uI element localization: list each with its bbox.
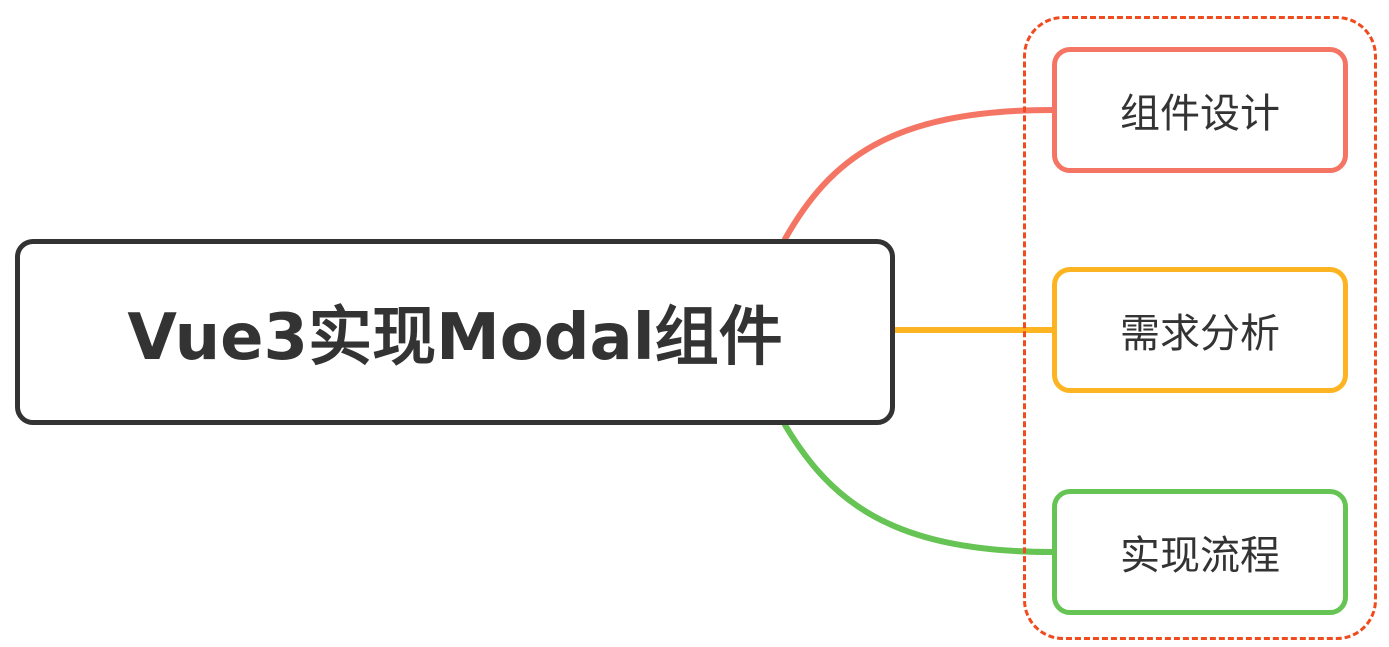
subtopic-node-design[interactable]: 组件设计 xyxy=(1052,47,1348,173)
subtopic-label-design: 组件设计 xyxy=(1120,91,1280,137)
subtopic-label-requirements: 需求分析 xyxy=(1120,311,1280,357)
subtopic-node-implementation[interactable]: 实现流程 xyxy=(1052,489,1348,615)
subtopic-node-requirements[interactable]: 需求分析 xyxy=(1052,267,1348,393)
root-topic-title: Vue3实现Modal组件 xyxy=(127,301,783,375)
subtopic-label-implementation: 实现流程 xyxy=(1120,533,1280,579)
connector-root-to-design xyxy=(782,107,1055,242)
subtopic-group-frame xyxy=(1023,16,1377,640)
root-topic-node[interactable]: Vue3实现Modal组件 xyxy=(15,239,895,425)
connector-root-to-implementation xyxy=(782,422,1055,555)
